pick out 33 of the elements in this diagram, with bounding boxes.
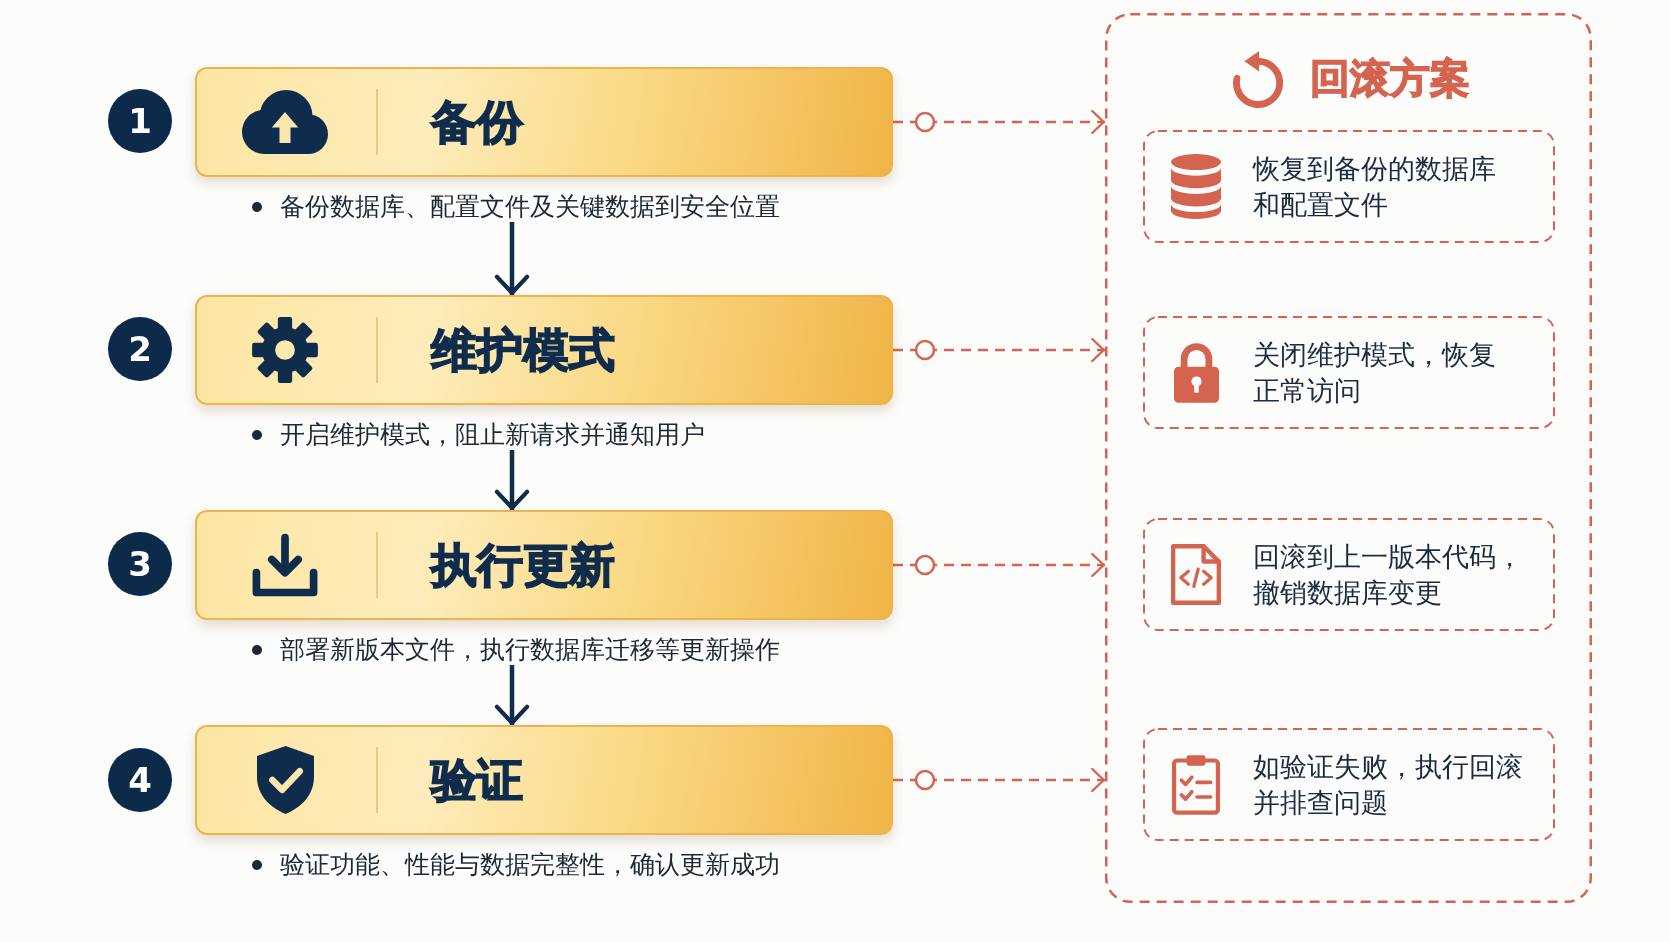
arrow	[494, 450, 530, 510]
rollback-text: 如验证失败，执行回滚并排查问题	[1253, 749, 1524, 820]
panel-title: 回滚方案	[1310, 54, 1470, 103]
step-description: 验证功能、性能与数据完整性，确认更新成功	[280, 850, 780, 880]
step-title: 执行更新	[431, 537, 615, 593]
rollback-text: 回滚到上一版本代码，撤销数据库变更	[1253, 539, 1524, 610]
dashed-arrow	[893, 767, 1105, 793]
step-description: 部署新版本文件，执行数据库迁移等更新操作	[280, 635, 780, 665]
number-circle: 2	[108, 317, 172, 381]
step-box	[195, 510, 893, 620]
dashed-arrow	[893, 109, 1105, 135]
dashed-panel	[1105, 13, 1592, 903]
number-circle: 1	[108, 89, 172, 153]
dashed-box	[1143, 728, 1555, 841]
dashed-arrow	[893, 552, 1105, 578]
dashed-arrow	[893, 337, 1105, 363]
number-circle: 4	[108, 748, 172, 812]
dashed-box	[1143, 316, 1555, 429]
step-box	[195, 295, 893, 405]
number-circle: 3	[108, 532, 172, 596]
step-description: 开启维护模式，阻止新请求并通知用户	[280, 420, 705, 450]
rollback-text: 关闭维护模式，恢复正常访问	[1253, 337, 1497, 408]
step-title: 备份	[431, 94, 523, 150]
step-title: 维护模式	[431, 322, 615, 378]
arrow	[494, 665, 530, 725]
step-box	[195, 67, 893, 177]
step-box	[195, 725, 893, 835]
rollback-text: 恢复到备份的数据库和配置文件	[1253, 151, 1497, 222]
step-description: 备份数据库、配置文件及关键数据到安全位置	[280, 192, 780, 222]
arrow	[494, 222, 530, 295]
step-title: 验证	[431, 752, 523, 808]
dashed-box	[1143, 130, 1555, 243]
dashed-box	[1143, 518, 1555, 631]
